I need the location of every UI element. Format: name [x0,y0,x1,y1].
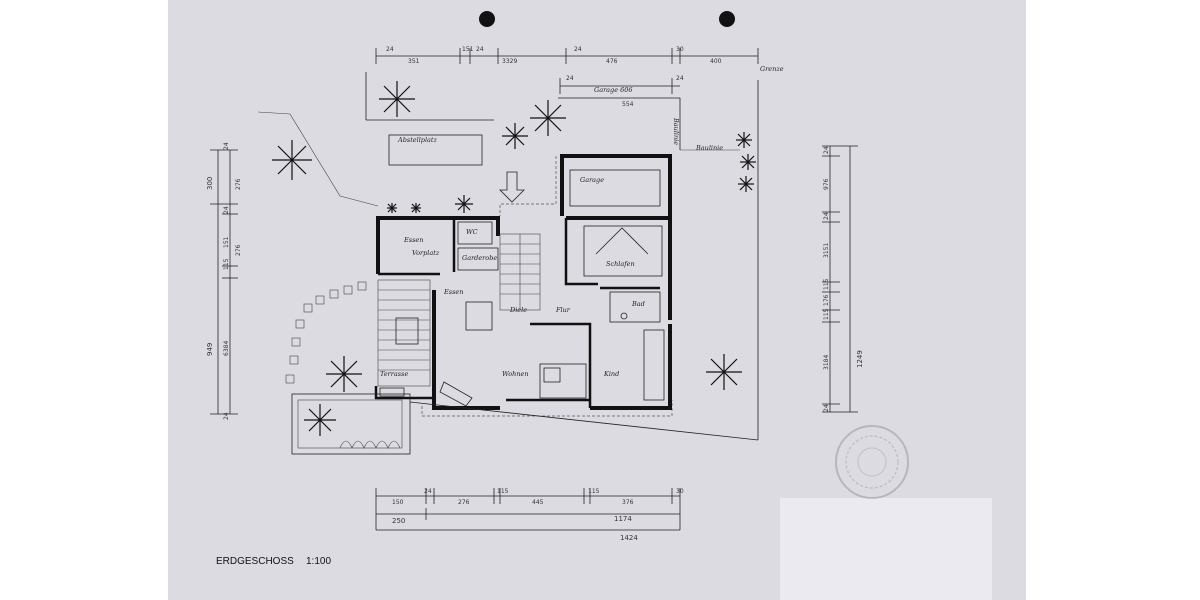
dim-top-5: 3329 [502,58,517,65]
room-essen: Essen [443,288,463,296]
dim-bottom-3: 276 [458,499,470,506]
house-walls [285,216,759,455]
plant-symbol-icon [740,154,756,170]
right-dimension-chain: 1249 24 976 24 3151 115 176 115 3184 24 [822,145,864,413]
dim-bottom-row2-1: 250 [392,517,405,525]
garage: Garage [560,154,672,216]
dim-bottom-row2-2: 1174 [614,515,632,523]
garage-dim-left: 24 [566,75,574,82]
slope-line [257,111,379,207]
room-garderobe: Garderobe [462,254,497,262]
dim-top-9: 400 [710,58,722,65]
plant-symbol-icon [736,132,752,148]
circular-stamp-icon [835,425,909,499]
dim-left-inner-5: 276 [235,244,242,256]
plant-symbol-icon [379,81,415,117]
drawing-scale: 1:100 [306,556,331,567]
grenze-label: Grenze [760,65,784,73]
drawing-title: ERDGESCHOSS [216,556,294,567]
dashed-outline [499,156,557,216]
room-schlafen: Schlafen [606,260,635,268]
abstellplatz-label: Abstellplatz [397,136,438,144]
plant-symbol-icon [738,176,754,192]
dim-right-inner-2: 976 [823,178,830,190]
room-flur: Flur [555,306,571,314]
dim-right-inner-1: 24 [823,146,830,154]
plant-symbol-icon [530,100,566,136]
dim-bottom-2: 24 [424,488,432,495]
dim-right-inner-4: 3151 [823,243,830,258]
garage-dim-right: 24 [676,75,684,82]
plant-symbol-icon [706,354,742,390]
plant-symbol-icon [387,203,397,213]
entry-arrow-icon [499,171,525,203]
room-bad: Bad [631,300,645,308]
dim-top-2: 351 [408,58,420,65]
room-vorplatz: Vorplatz [412,249,440,257]
dim-top-1: 24 [386,46,394,53]
dim-top-3: 151 [462,46,474,53]
dim-bottom-8: 30 [676,488,684,495]
garage-dim-sub: 554 [622,101,634,108]
dim-top-4: 24 [476,46,484,53]
punch-hole-icon [719,11,735,27]
property-line [365,72,759,440]
dim-left-outer-bottom: 949 [206,343,214,356]
dim-bottom-7: 376 [622,499,634,506]
room-essen-top: Essen [403,236,423,244]
dim-left-inner-6: 115 [223,258,230,270]
dim-right-inner-7: 115 [823,308,830,320]
dim-bottom-1: 150 [392,499,404,506]
plant-symbol-icon [272,140,312,180]
dim-bottom-total: 1424 [620,534,638,542]
dim-left-inner-4: 151 [223,236,230,248]
dim-left-inner-2: 276 [235,178,242,190]
plant-symbol-icon [502,123,528,149]
plant-symbol-icon [411,203,421,213]
dim-right-inner-5: 115 [823,278,830,290]
room-diele: Diele [509,306,527,314]
abstellplatz-box [388,134,483,166]
left-dimension-chain: 300 949 24 276 24 151 276 115 6384 24 [206,142,242,420]
dim-bottom-4: 115 [497,488,509,495]
bottom-property-line [409,401,759,441]
plant-symbol-icon [455,195,473,213]
dim-top-6: 24 [574,46,582,53]
room-terrasse: Terrasse [380,370,408,378]
baulinie-side-label: Baulinie [672,117,680,145]
dim-bottom-5: 445 [532,499,544,506]
dim-right-inner-6: 176 [823,294,830,306]
plant-symbol-icon [326,356,362,392]
dim-left-inner-8: 24 [223,412,230,420]
room-wc: WC [466,228,478,236]
baulinie-label: Baulinie [695,144,723,152]
dim-left-outer-top: 300 [206,177,214,190]
garage-dim-label: Garage 606 [594,86,633,94]
dim-left-inner-1: 24 [223,142,230,150]
blank-corner-patch [780,498,992,600]
dim-left-inner-7: 6384 [223,341,230,356]
room-wohnen: Wohnen [502,370,529,378]
garage-label: Garage [580,176,604,184]
dim-bottom-6: 115 [588,488,600,495]
top-dimension-chain: 24 351 151 24 3329 24 476 30 400 Grenze … [375,46,784,108]
dim-left-inner-3: 24 [223,206,230,214]
punch-hole-icon [479,11,495,27]
dim-top-8: 30 [676,46,684,53]
dim-right-inner-9: 24 [823,404,830,412]
dim-right-inner-3: 24 [823,212,830,220]
bottom-dimension-chain: 150 24 276 115 445 115 376 30 250 1174 1… [375,488,684,542]
room-kind: Kind [603,370,619,378]
plant-symbol-icon [304,404,336,436]
dim-right-inner-8: 3184 [823,355,830,370]
dim-right-outer: 1249 [856,350,864,368]
dim-top-7: 476 [606,58,618,65]
